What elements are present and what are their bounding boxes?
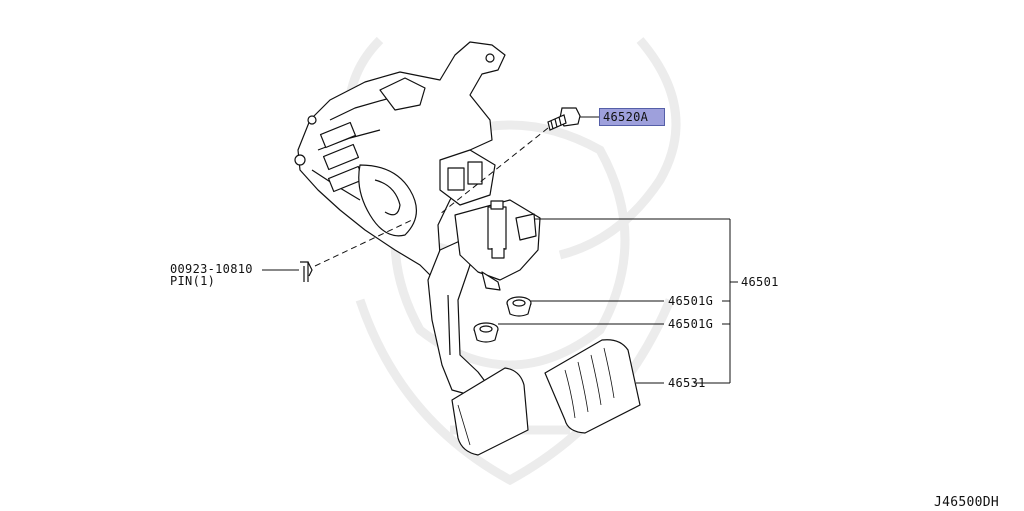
pedal-bracket	[294, 41, 506, 276]
callout-46501g-lower[interactable]: 46501G	[668, 317, 714, 331]
callout-pin-name: PIN(1)	[170, 274, 216, 288]
bushing-upper	[506, 296, 532, 317]
callout-46520a-label: 46520A	[603, 110, 649, 124]
callout-46531[interactable]: 46531	[668, 376, 706, 390]
pin-guide-line	[314, 219, 413, 267]
stop-switch	[454, 199, 541, 291]
callout-46501[interactable]: 46501	[741, 275, 779, 289]
callout-46501g-upper[interactable]: 46501G	[668, 294, 714, 308]
pedal-pad	[544, 339, 641, 434]
pin	[300, 261, 313, 282]
diagram-id: J46500DH	[934, 495, 1000, 510]
leader-lines	[262, 116, 738, 384]
callout-pin-part[interactable]: 00923-10810	[170, 262, 253, 276]
bolt	[547, 107, 581, 131]
bushing-lower	[473, 322, 499, 343]
bolt-guide-line	[439, 127, 549, 215]
callout-46520a[interactable]: 46520A	[599, 108, 665, 126]
mounted-pad	[451, 367, 529, 456]
